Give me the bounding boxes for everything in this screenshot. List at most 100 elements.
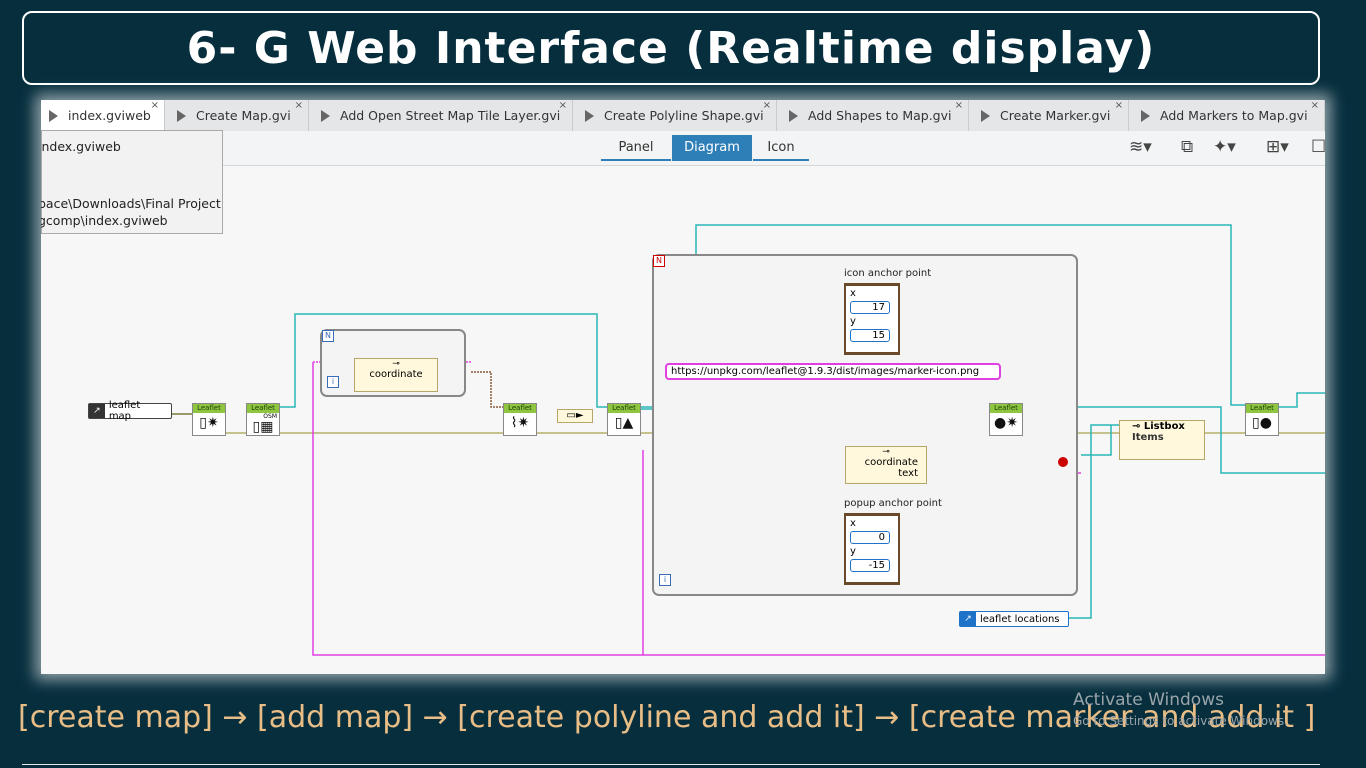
icon-anchor-label: icon anchor point (844, 268, 932, 279)
loop-iteration-terminal: i (327, 376, 339, 388)
add-markers-node[interactable]: Leaflet▯● (1245, 403, 1279, 436)
reference-label: leaflet locations (980, 613, 1060, 625)
coordinate-label: coordinate (864, 457, 918, 468)
vi-play-icon (981, 109, 990, 122)
popup-y-value[interactable]: -15 (850, 559, 890, 572)
tooltip-path-1: pace\Downloads\Final Project (41, 196, 221, 211)
close-icon[interactable]: × (762, 100, 771, 111)
block-diagram: N i N i ↗leaflet map ↗leaflet locations … (41, 165, 1325, 674)
map-create-icon: ▯✷ (199, 415, 219, 431)
tab-create-marker[interactable]: Create Marker.gvi× (969, 100, 1129, 131)
listbox-wire (1090, 424, 1121, 433)
arrange-icon[interactable]: ⊞▾ (1266, 137, 1289, 157)
vi-play-icon (585, 109, 594, 122)
shapes-icon: ▯▲ (614, 415, 634, 431)
listbox-property-node[interactable]: ⊸ Listbox Items (1119, 420, 1205, 460)
icon-anchor-cluster[interactable]: x 17 y 15 (844, 283, 900, 355)
close-icon[interactable]: × (294, 100, 303, 111)
node-header: Leaflet (247, 404, 279, 413)
add-marker-icon: ▯● (1252, 415, 1272, 431)
array-to-cluster-node[interactable]: ▭► (557, 409, 593, 423)
tab-label: Add Open Street Map Tile Layer.gvi (340, 108, 561, 123)
icon-y-value[interactable]: 15 (850, 329, 890, 342)
reference-label: leaflet map (108, 400, 141, 422)
convert-icon: ▭► (566, 410, 584, 421)
loop-count-terminal: N (322, 330, 334, 342)
activate-windows-subtitle: Go to Settings to activate Windows. (1073, 714, 1288, 728)
tab-create-polyline[interactable]: Create Polyline Shape.gvi× (573, 100, 777, 131)
map-tile-icon: ▯▦ (252, 419, 274, 435)
bundle-icon: ⊸ (392, 359, 400, 369)
popup-anchor-cluster[interactable]: x 0 y -15 (844, 513, 900, 585)
loop-index-wire (312, 362, 1325, 656)
polyline-ref-wire (279, 313, 621, 408)
vi-play-icon (789, 109, 798, 122)
locations-wire (1069, 433, 1092, 619)
property-icon: ⊸ (1132, 421, 1144, 432)
add-shapes-node[interactable]: Leaflet▯▲ (607, 403, 641, 436)
node-header: Leaflet (990, 404, 1022, 413)
y-label: y (850, 546, 856, 557)
tab-add-osm-tile-layer[interactable]: Add Open Street Map Tile Layer.gvi× (309, 100, 573, 131)
close-icon[interactable]: × (1114, 100, 1123, 111)
tab-label: Add Shapes to Map.gvi (808, 108, 952, 123)
tooltip-filename: index.gviweb (41, 139, 121, 154)
close-icon[interactable]: × (150, 100, 159, 111)
vi-play-icon (177, 109, 186, 122)
tab-add-shapes[interactable]: Add Shapes to Map.gvi× (777, 100, 969, 131)
popup-anchor-inner: x 0 y -15 (846, 516, 898, 582)
listbox-link-wire (1081, 425, 1112, 456)
create-map-node[interactable]: Leaflet▯✷ (192, 403, 226, 436)
tab-add-markers[interactable]: Add Markers to Map.gvi× (1129, 100, 1325, 131)
close-icon[interactable]: × (1310, 100, 1319, 111)
wire-layer (141, 224, 1325, 656)
leaflet-map-reference[interactable]: ↗leaflet map (88, 400, 172, 422)
tab-create-map[interactable]: Create Map.gvi× (165, 100, 309, 131)
bundle-icon: ⊸ (882, 447, 890, 457)
vi-play-icon (321, 109, 330, 122)
page-title: 6- G Web Interface (Realtime display) (186, 22, 1156, 74)
pipeline-caption: [create map] → [add map] → [create polyl… (18, 700, 1316, 735)
popup-anchor-label: popup anchor point (844, 498, 942, 509)
document-tab-bar: index.gviweb× Create Map.gvi× Add Open S… (41, 100, 1325, 132)
tab-tooltip: index.gviweb pace\Downloads\Final Projec… (41, 130, 223, 234)
polyline-coord-wire (471, 371, 503, 408)
items-label: Items (1132, 432, 1164, 443)
tab-label: index.gviweb (68, 108, 151, 123)
close-icon[interactable]: × (558, 100, 567, 111)
popup-x-value[interactable]: 0 (850, 531, 890, 544)
x-label: x (850, 288, 856, 299)
tab-label: Create Map.gvi (196, 108, 291, 123)
vi-play-icon (1141, 109, 1150, 122)
marker-for-loop (652, 254, 1078, 596)
icon-url-constant[interactable]: https://unpkg.com/leaflet@1.9.3/dist/ima… (665, 363, 1001, 380)
icon-x-value[interactable]: 17 (850, 301, 890, 314)
bottom-divider (22, 764, 1320, 765)
node-header: Leaflet (504, 404, 536, 413)
polyline-icon: ⌇✷ (510, 415, 530, 431)
osm-label: OSM (263, 413, 277, 420)
tab-panel[interactable]: Panel (601, 135, 671, 161)
y-label: y (850, 316, 856, 327)
map-output-wire (1021, 406, 1325, 474)
create-marker-node[interactable]: Leaflet●✷ (989, 403, 1023, 436)
create-polyline-node[interactable]: Leaflet ⌇✷ (503, 403, 537, 436)
final-wire (1273, 392, 1325, 408)
tab-index-gviweb[interactable]: index.gviweb× (41, 100, 165, 131)
editor-toolbar: Panel Diagram Icon ≋▾ ⧉ ✦▾ ⊞▾ ☐ (41, 131, 1325, 166)
tab-icon[interactable]: Icon (753, 135, 809, 161)
fullscreen-icon[interactable]: ☐ (1311, 137, 1325, 157)
marker-bundle[interactable]: ⊸ coordinate text (845, 446, 927, 484)
tab-label: Create Marker.gvi (1000, 108, 1111, 123)
coordinate-bundle[interactable]: ⊸ coordinate (354, 358, 438, 392)
leaflet-locations-reference[interactable]: ↗leaflet locations (959, 611, 1069, 627)
listbox-label: Listbox (1143, 421, 1185, 432)
x-label: x (850, 518, 856, 529)
layers-icon[interactable]: ≋▾ (1129, 137, 1152, 157)
close-icon[interactable]: × (954, 100, 963, 111)
tab-diagram[interactable]: Diagram (672, 135, 752, 161)
text-label: text (898, 468, 918, 479)
sparkle-icon[interactable]: ✦▾ (1213, 137, 1236, 157)
cleanup-icon[interactable]: ⧉ (1181, 137, 1194, 157)
